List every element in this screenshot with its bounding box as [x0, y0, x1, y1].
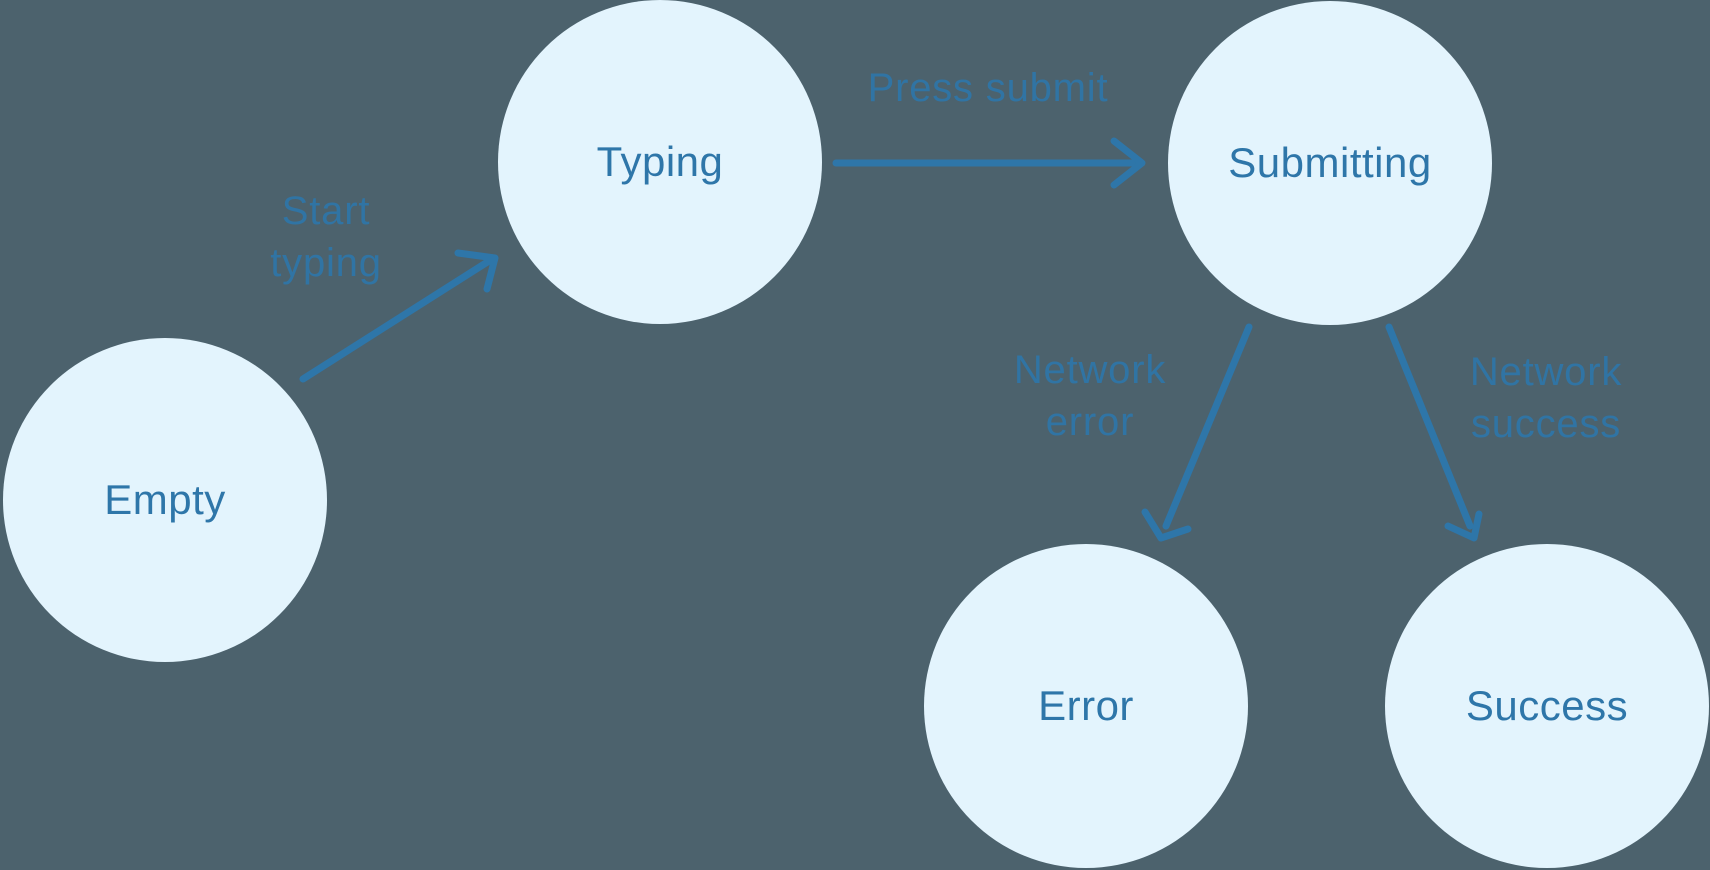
state-node-submitting: Submitting [1168, 1, 1492, 325]
state-label-typing: Typing [596, 138, 724, 185]
edge-label-line: Start [281, 189, 371, 233]
edge-label-line: error [1045, 400, 1135, 444]
state-label-success: Success [1465, 682, 1629, 729]
edge-label-line: typing [270, 241, 382, 285]
state-node-typing: Typing [498, 0, 822, 324]
edge-label-start-typing: Start typing [270, 185, 382, 289]
state-label-error: Error [1038, 682, 1134, 729]
edge-label-line: Press submit [867, 66, 1109, 110]
edge-label-line: success [1470, 402, 1622, 446]
state-node-error: Error [924, 544, 1248, 868]
state-label-empty: Empty [104, 476, 226, 523]
edge-label-line: Network [1013, 348, 1167, 392]
edge-label-network-success: Network success [1470, 346, 1622, 450]
edge-label-network-error: Network error [1014, 344, 1166, 448]
edge-label-press-submit: Press submit [868, 62, 1109, 114]
state-node-success: Success [1385, 544, 1709, 868]
arrow-submitting-to-success [1385, 323, 1483, 542]
state-node-empty: Empty [3, 338, 327, 662]
arrow-typing-to-submitting [832, 137, 1146, 189]
state-label-submitting: Submitting [1228, 139, 1432, 186]
edge-label-line: Network [1469, 350, 1623, 394]
